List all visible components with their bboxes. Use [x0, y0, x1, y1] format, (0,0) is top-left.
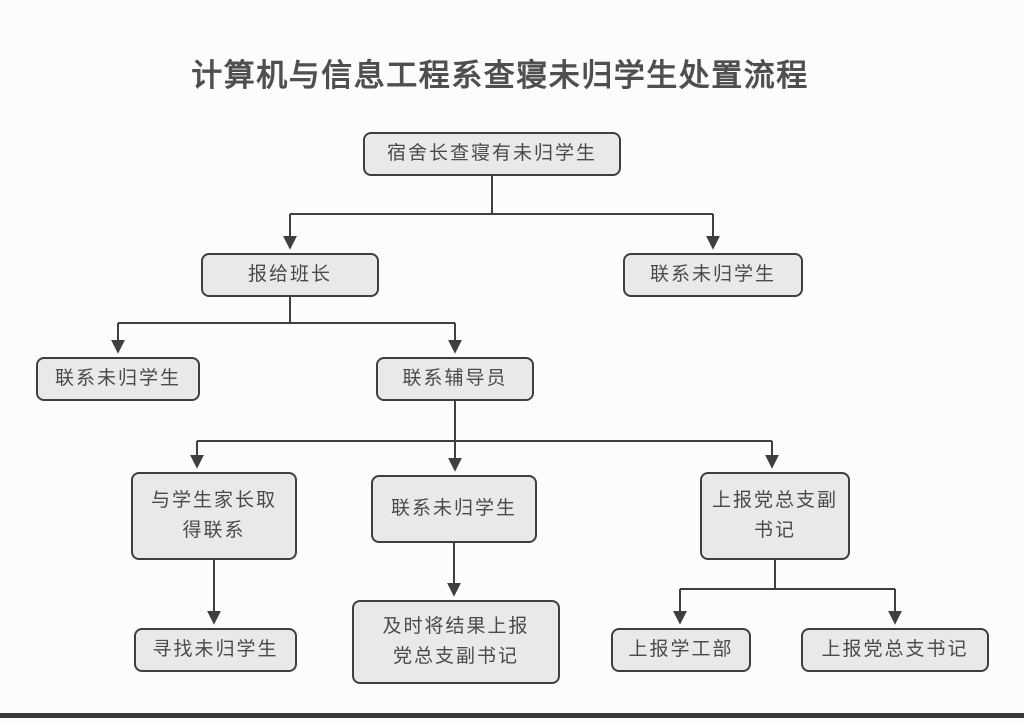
bottom-divider — [0, 713, 1024, 718]
node-contact-parents: 与学生家长取得联系 — [131, 472, 297, 560]
page-title: 计算机与信息工程系查寝未归学生处置流程 — [191, 58, 809, 93]
node-contact-counselor: 联系辅导员 — [376, 357, 534, 401]
edge-root-trunk — [290, 176, 713, 215]
node-report-student-affairs-office: 上报学工部 — [611, 628, 751, 672]
node-report-deputy-party-secretary: 上报党总支副书记 — [700, 472, 850, 560]
node-contact-absent-students-right: 联系未归学生 — [623, 253, 803, 297]
edge-monitor-trunk — [118, 297, 455, 324]
node-report-results-to-deputy-secretary: 及时将结果上报党总支副书记 — [352, 600, 560, 684]
node-report-party-secretary: 上报党总支书记 — [801, 628, 989, 672]
node-contact-absent-students-left: 联系未归学生 — [36, 357, 200, 401]
node-report-to-class-monitor: 报给班长 — [201, 253, 379, 297]
edge-deputy-trunk — [680, 560, 895, 590]
edge-counselor-trunk — [197, 401, 772, 442]
node-search-absent-students: 寻找未归学生 — [134, 628, 297, 672]
node-contact-absent-students-mid: 联系未归学生 — [371, 475, 537, 543]
node-dorm-leader-check: 宿舍长查寝有未归学生 — [363, 132, 621, 176]
